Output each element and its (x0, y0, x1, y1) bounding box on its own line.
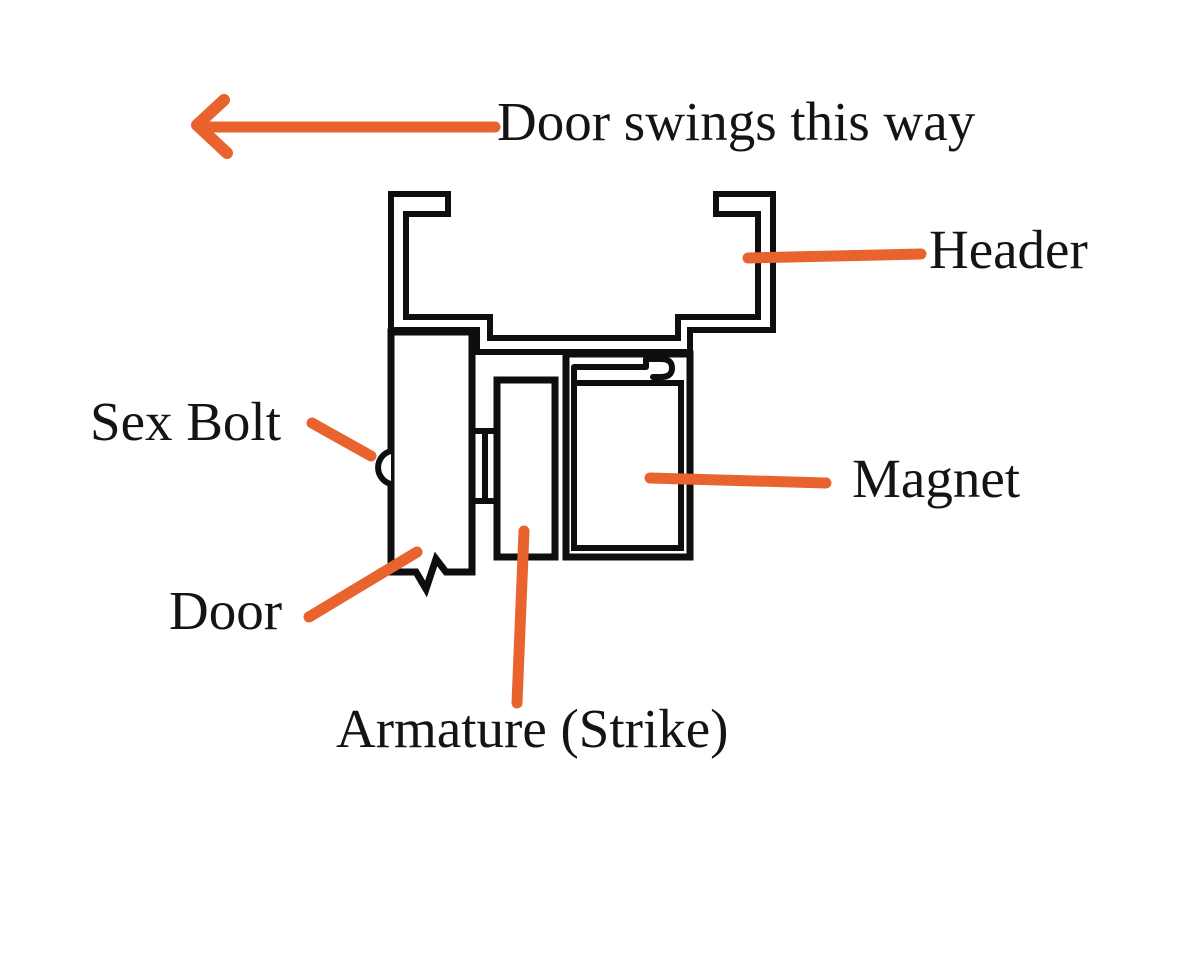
door-leader-line (303, 546, 423, 623)
header-leader-line (742, 248, 927, 264)
magnet-leader-line (644, 472, 832, 489)
armature-strike-label: Armature (Strike) (336, 698, 729, 759)
magnet-mount-hook-shape (571, 356, 675, 387)
header-profile-shape (388, 191, 776, 355)
door-swing-arrow-head (191, 94, 233, 159)
door-swing-label: Door swings this way (497, 91, 976, 152)
armature-leader-line (511, 525, 530, 709)
armature-shape (493, 376, 559, 561)
magnet-label: Magnet (852, 448, 1021, 509)
door-label: Door (169, 580, 283, 641)
door-shape (387, 328, 476, 598)
magnet-inner-shape (571, 380, 684, 551)
sex-bolt-label: Sex Bolt (90, 391, 281, 452)
sex-bolt-head-shape (375, 448, 392, 487)
magnet-outer-shape (562, 350, 694, 561)
header-label: Header (929, 219, 1088, 280)
sex-bolt-leader-line (306, 417, 377, 462)
sex-bolt-barrel-shape (474, 428, 497, 504)
